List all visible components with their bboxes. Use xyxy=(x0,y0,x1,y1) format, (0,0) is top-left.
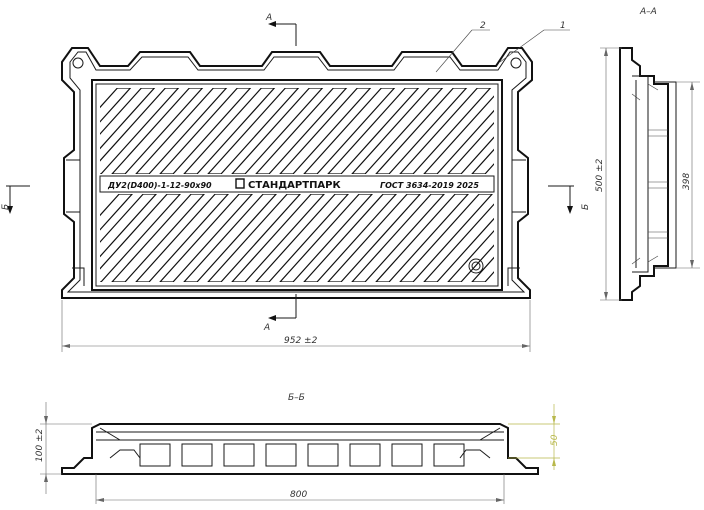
cover-rib xyxy=(135,194,230,282)
section-bb-title: Б–Б xyxy=(288,393,305,403)
cover-rib xyxy=(231,194,326,282)
section-slot xyxy=(223,443,255,467)
cover-rib xyxy=(399,194,494,282)
cover-rib xyxy=(471,256,494,282)
cover-plate xyxy=(91,79,503,291)
dim-height-outer: 500 ±2 xyxy=(595,158,605,192)
cover-rib xyxy=(207,194,302,282)
cover-rib xyxy=(447,229,494,282)
cover-rib xyxy=(327,194,422,282)
cover-rib xyxy=(351,88,444,174)
cover-rib xyxy=(100,88,132,123)
cover-rib xyxy=(303,88,396,174)
cover-rib xyxy=(327,88,420,174)
dim-depth-cover: 50 xyxy=(550,434,560,446)
cover-rib xyxy=(279,88,372,174)
section-slot xyxy=(139,443,171,467)
cover-rib xyxy=(423,95,494,174)
cover-rib xyxy=(111,88,204,174)
cover-rib xyxy=(375,194,470,282)
cover-rib xyxy=(135,88,228,174)
cover-rib xyxy=(100,194,158,258)
section-slot xyxy=(349,443,381,467)
cover-rib xyxy=(100,88,180,174)
svg-text:А: А xyxy=(265,13,272,23)
callout-1: 1 xyxy=(560,21,566,31)
cover-rib xyxy=(100,194,182,282)
section-bb: Б–Б 100 ±2 50 800 xyxy=(35,393,560,504)
cover-rib xyxy=(255,88,348,174)
cover-rib xyxy=(100,88,156,150)
marking-left: ДУ2(D400)-1-12-90х90 xyxy=(107,181,212,190)
cover-rib xyxy=(399,88,492,174)
dim-height-total: 100 ±2 xyxy=(35,428,45,462)
ribs-lower xyxy=(100,194,612,282)
plan-view: ДУ2(D400)-1-12-90х90 СТАНДАРТПАРК ГОСТ 3… xyxy=(1,13,612,352)
cover-rib xyxy=(255,194,350,282)
lifting-hole xyxy=(468,258,484,274)
section-slot xyxy=(265,443,297,467)
dim-height-inner: 398 xyxy=(682,173,692,190)
cover-rib xyxy=(375,88,468,174)
cover-rib xyxy=(303,194,398,282)
frame-outline xyxy=(61,47,533,299)
section-aa: А–А 500 ±2 398 xyxy=(595,7,700,301)
cover-slots xyxy=(139,443,465,467)
cover-rib xyxy=(496,194,588,282)
cover-rib xyxy=(496,88,586,174)
cover-rib xyxy=(207,88,300,174)
dim-width-inner: 800 xyxy=(290,490,307,500)
mounting-hole xyxy=(510,57,522,69)
callout-2: 2 xyxy=(480,21,486,31)
cover-rib xyxy=(351,194,446,282)
brand-logo xyxy=(235,178,245,189)
section-slot xyxy=(391,443,423,467)
svg-text:А: А xyxy=(263,323,270,333)
cover-rib xyxy=(471,148,494,174)
section-aa-title: А–А xyxy=(639,7,657,17)
brand-text: СТАНДАРТПАРК xyxy=(248,180,342,191)
cover-rib xyxy=(423,203,494,282)
mounting-hole xyxy=(72,57,84,69)
marking-band xyxy=(99,175,495,193)
svg-text:Б: Б xyxy=(1,204,11,210)
cover-rib xyxy=(447,121,494,174)
cover-rib xyxy=(520,194,612,282)
ribs-upper xyxy=(100,88,586,174)
marking-right: ГОСТ 3634-2019 2025 xyxy=(380,181,479,190)
section-slot xyxy=(181,443,213,467)
section-slot xyxy=(307,443,339,467)
cover-rib xyxy=(183,88,276,174)
cover-rib xyxy=(111,194,206,282)
dim-width-outer: 952 ±2 xyxy=(284,336,318,346)
section-slot xyxy=(433,443,465,467)
cover-rib xyxy=(183,194,278,282)
cover-rib xyxy=(100,194,134,231)
svg-text:Б: Б xyxy=(581,204,591,210)
cover-rib xyxy=(159,88,252,174)
cover-rib xyxy=(159,194,254,282)
cover-rib xyxy=(279,194,374,282)
cover-rib xyxy=(231,88,324,174)
